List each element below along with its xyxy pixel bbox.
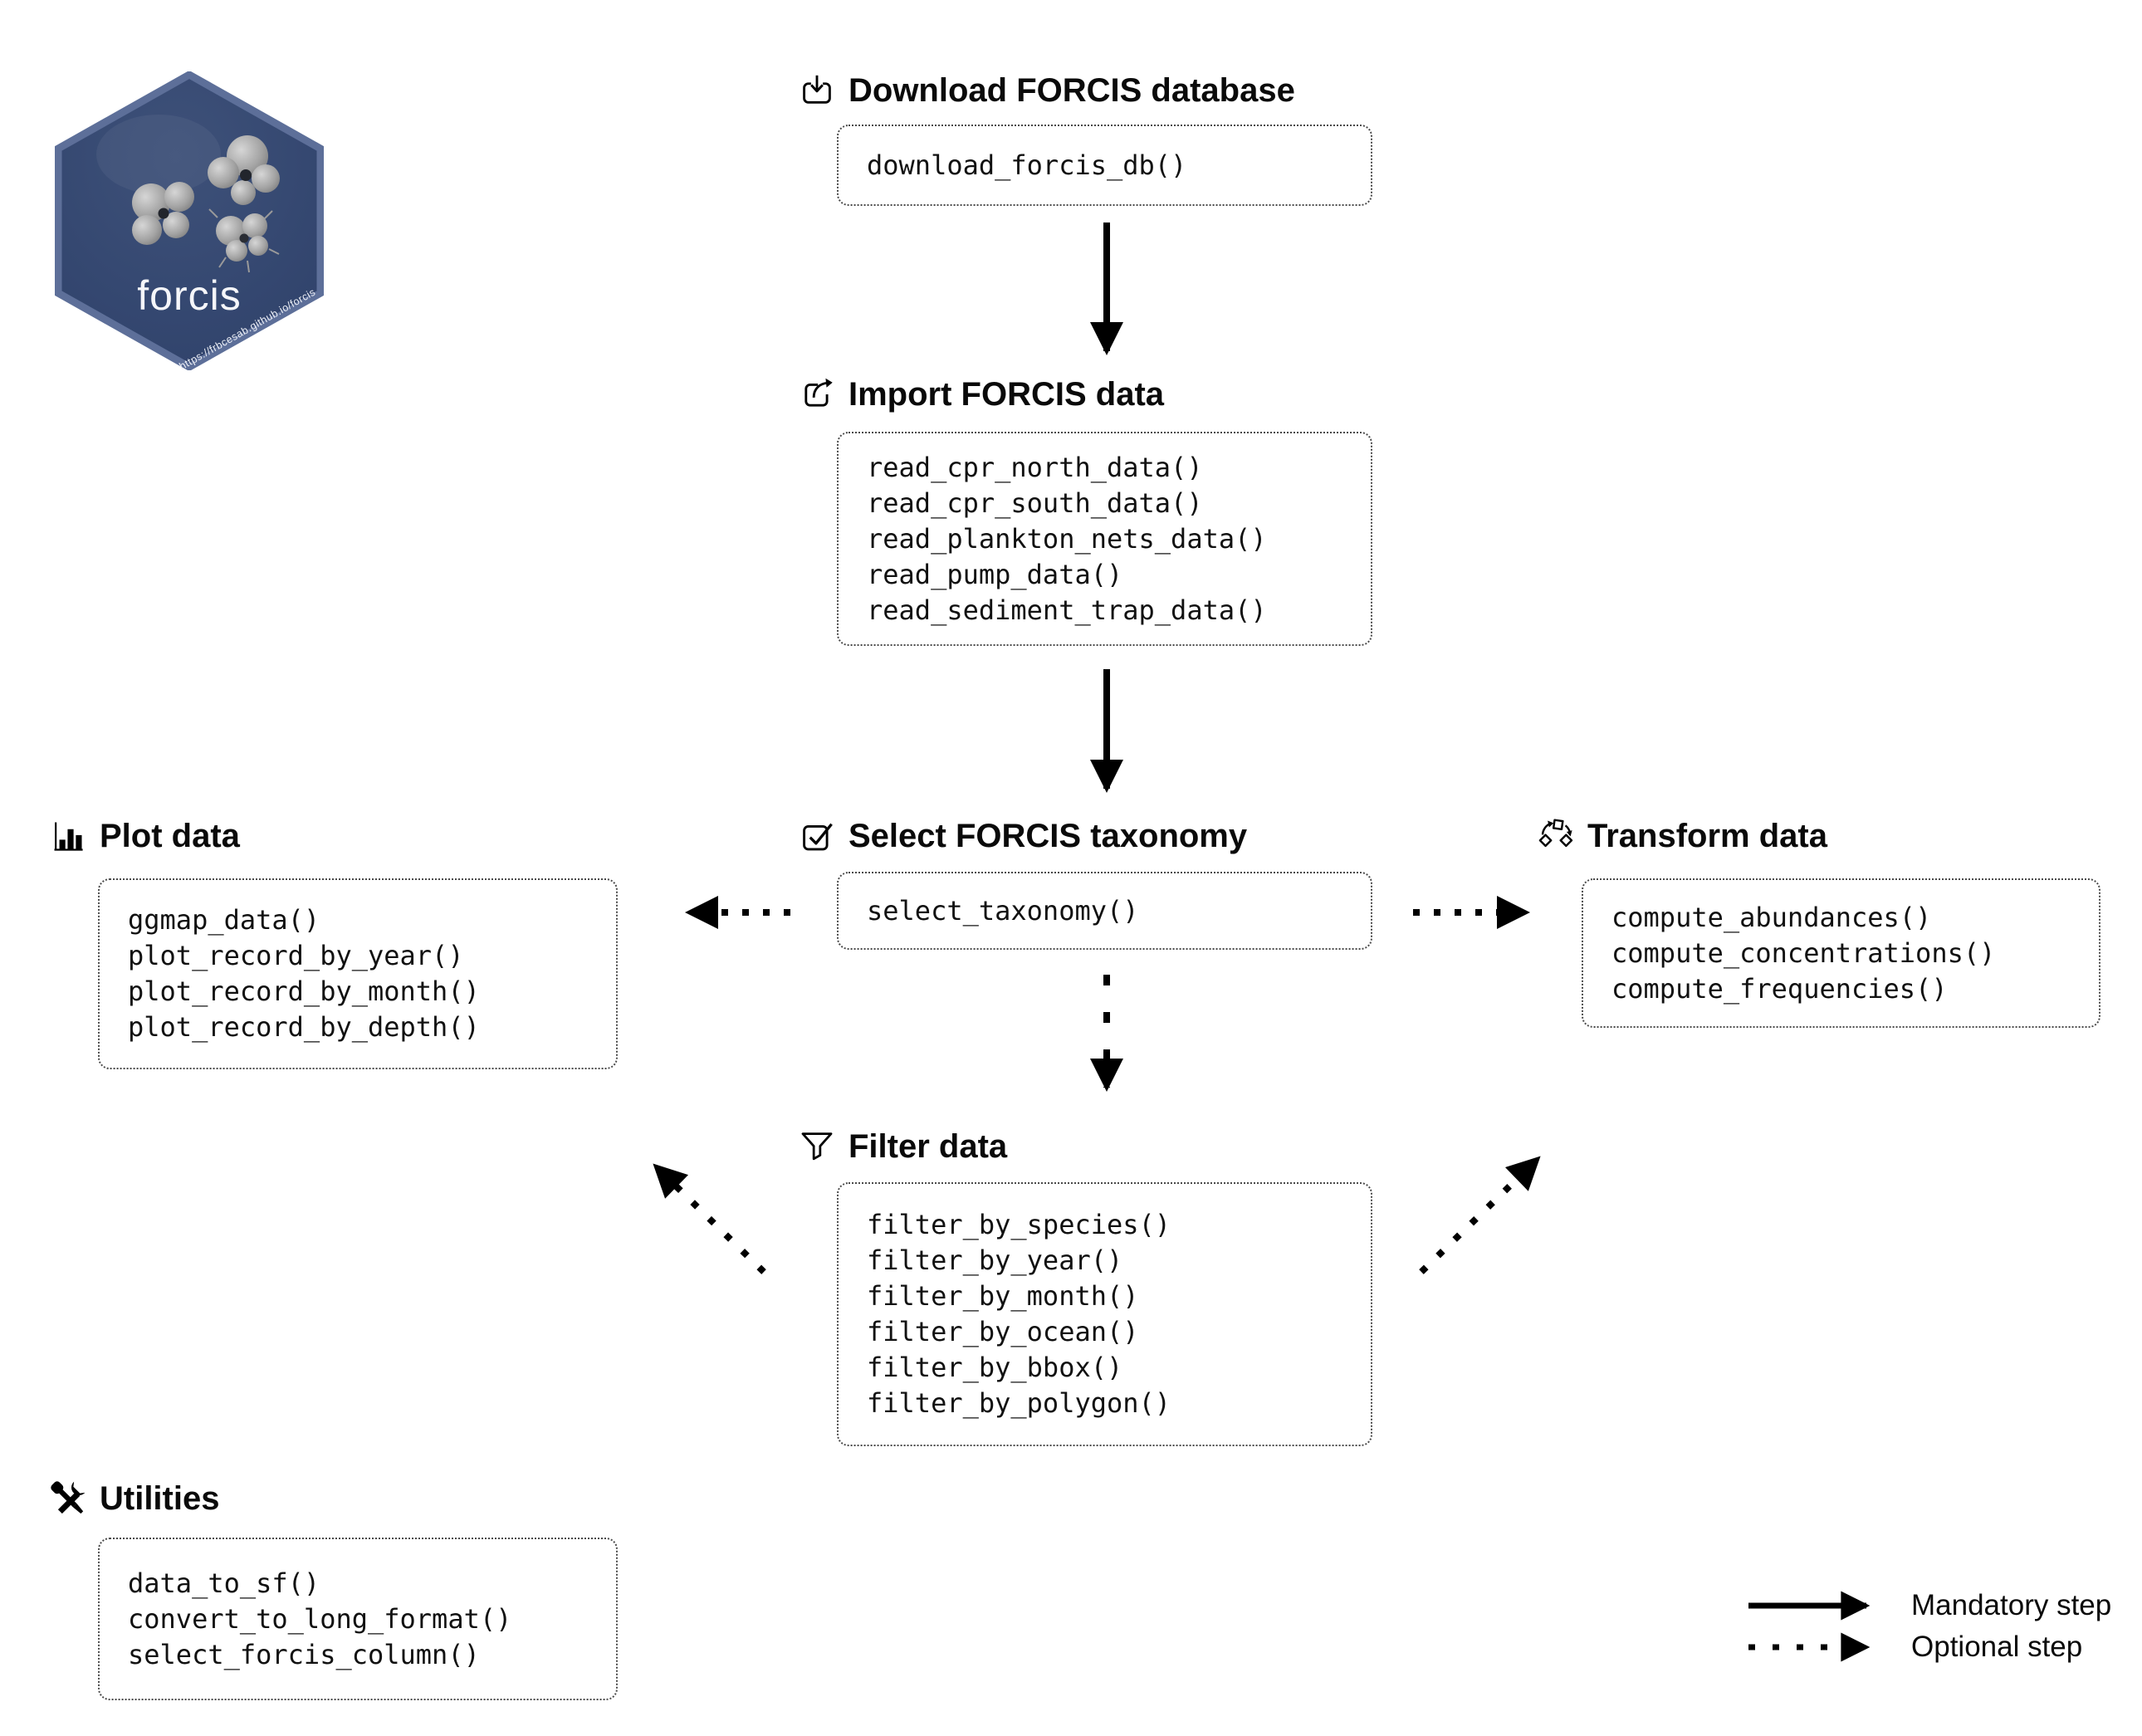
optional-arrow-icon	[1748, 1632, 1871, 1662]
section-download-heading: Download FORCIS database	[799, 70, 1295, 111]
function-name: select_forcis_column()	[128, 1638, 480, 1670]
section-plot-heading: Plot data	[50, 815, 240, 857]
section-title: Transform data	[1587, 817, 1827, 854]
function-name: filter_by_bbox()	[867, 1352, 1123, 1383]
function-name: compute_abundances()	[1611, 901, 1932, 933]
section-transform-heading: Transform data	[1538, 815, 1827, 857]
crossed-tools-icon	[50, 1480, 86, 1517]
section-title: Filter data	[848, 1127, 1008, 1165]
mandatory-arrow-icon	[1748, 1591, 1871, 1621]
legend-mandatory-row: Mandatory step	[1743, 1587, 2111, 1624]
download-tray-icon	[799, 72, 835, 109]
section-taxonomy-heading: Select FORCIS taxonomy	[799, 815, 1247, 857]
function-name: read_pump_data()	[867, 558, 1123, 590]
function-name: filter_by_species()	[867, 1209, 1171, 1240]
legend-optional-label: Optional step	[1911, 1631, 2083, 1663]
function-name: ggmap_data()	[128, 904, 320, 936]
legend: Mandatory step Optional step	[1743, 1587, 2111, 1665]
arrow-filter-to-plot-optional	[653, 1163, 766, 1274]
section-title: Select FORCIS taxonomy	[848, 817, 1248, 854]
legend-mandatory-label: Mandatory step	[1911, 1589, 2112, 1621]
function-name: filter_by_year()	[867, 1245, 1123, 1276]
foraminifera-image	[208, 135, 280, 205]
section-title: Import FORCIS data	[848, 375, 1165, 413]
section-import-heading: Import FORCIS data	[799, 374, 1164, 415]
function-name: select_taxonomy()	[867, 894, 1139, 927]
foraminifera-image	[208, 208, 280, 273]
legend-optional-row: Optional step	[1743, 1629, 2111, 1665]
plot-function-box: ggmap_data() plot_record_by_year() plot_…	[98, 878, 618, 1069]
function-name: data_to_sf()	[128, 1567, 320, 1599]
section-title: Download FORCIS database	[848, 71, 1295, 109]
function-name: read_sediment_trap_data()	[867, 594, 1267, 626]
utilities-function-box: data_to_sf() convert_to_long_format() se…	[98, 1538, 618, 1700]
logo-title: forcis	[137, 272, 241, 319]
function-name: compute_concentrations()	[1611, 936, 1996, 969]
forcis-hex-logo: forcis https://frbcesab.github.io/forcis	[55, 71, 324, 370]
section-title: Plot data	[100, 817, 240, 854]
function-name: plot_record_by_year()	[128, 940, 464, 971]
function-name: filter_by_ocean()	[867, 1316, 1139, 1347]
function-name: read_cpr_north_data()	[867, 451, 1203, 483]
bar-chart-icon	[50, 818, 86, 854]
arrow-filter-to-transform-optional	[1419, 1156, 1541, 1274]
function-name: compute_frequencies()	[1611, 972, 1948, 1005]
foraminifera-image	[132, 182, 194, 245]
function-name: plot_record_by_depth()	[128, 1011, 480, 1043]
function-name: read_cpr_south_data()	[867, 487, 1203, 519]
function-name: download_forcis_db()	[867, 149, 1187, 181]
section-filter-heading: Filter data	[799, 1126, 1007, 1167]
box-arrow-out-icon	[799, 376, 835, 413]
function-name: read_plankton_nets_data()	[867, 522, 1267, 555]
section-title: Utilities	[100, 1479, 220, 1517]
function-name: filter_by_month()	[867, 1280, 1139, 1312]
transform-function-box: compute_abundances() compute_concentrati…	[1582, 878, 2100, 1028]
import-function-box: read_cpr_north_data() read_cpr_south_dat…	[837, 432, 1372, 646]
checkbox-icon	[799, 818, 835, 854]
download-function-box: download_forcis_db()	[837, 125, 1372, 206]
cycle-squares-icon	[1538, 818, 1574, 854]
taxonomy-function-box: select_taxonomy()	[837, 872, 1372, 950]
filter-function-box: filter_by_species() filter_by_year() fil…	[837, 1182, 1372, 1446]
funnel-icon	[799, 1128, 835, 1165]
section-utilities-heading: Utilities	[50, 1478, 219, 1519]
function-name: plot_record_by_month()	[128, 976, 480, 1007]
function-name: filter_by_polygon()	[867, 1387, 1171, 1419]
function-name: convert_to_long_format()	[128, 1602, 512, 1635]
hexagon-shape	[55, 71, 324, 370]
